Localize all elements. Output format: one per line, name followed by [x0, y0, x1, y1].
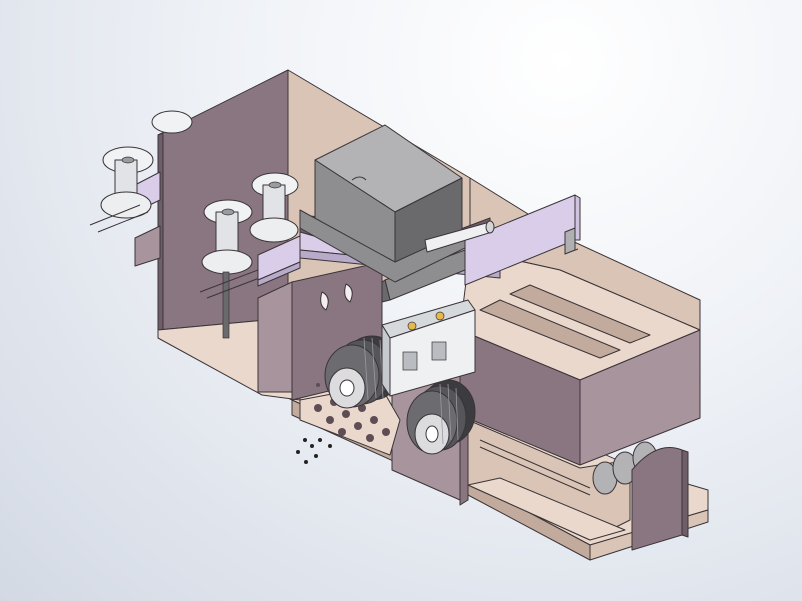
perforated-plate — [299, 384, 401, 456]
guide-plate-left — [257, 235, 301, 287]
lower-tray — [467, 419, 631, 541]
motor-housing — [299, 124, 466, 283]
outer-spool-bracket — [134, 171, 161, 267]
spool-inner-1 — [249, 172, 299, 243]
gear-stack-lower — [406, 379, 476, 455]
drive-shaft — [424, 220, 495, 253]
spool-inner-2 — [199, 199, 263, 339]
falling-pellets — [296, 438, 332, 464]
cutter-block — [381, 299, 476, 397]
spool-outer-2 — [151, 110, 193, 134]
spool-outer-1 — [89, 146, 154, 233]
end-bracket — [631, 447, 689, 551]
